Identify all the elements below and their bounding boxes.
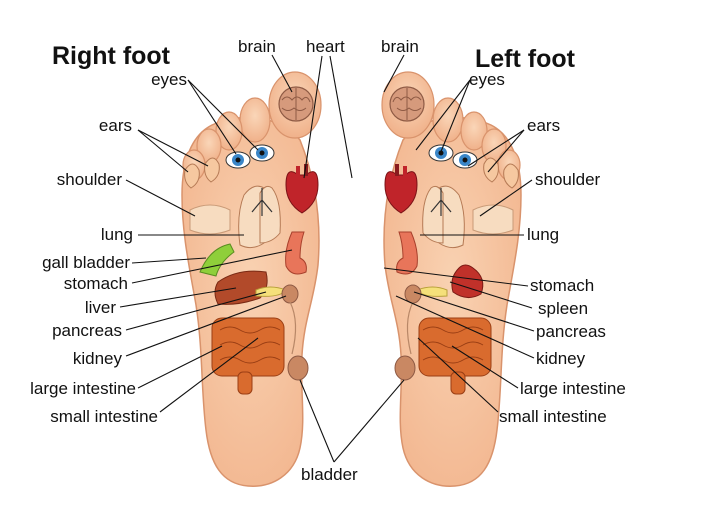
left-bladder-icon — [394, 355, 416, 381]
label-kidney-left: kidney — [536, 349, 586, 368]
label-lung-left: lung — [527, 225, 560, 244]
left-foot-toe-3 — [460, 111, 488, 151]
right-liver-icon — [214, 270, 268, 305]
right-foot-toe-2 — [239, 97, 271, 143]
label-eyes-right: eyes — [151, 70, 187, 89]
left-eyes-icon — [428, 144, 478, 169]
left-brain-icon — [389, 86, 425, 122]
label-small-intestine-left: small intestine — [499, 407, 607, 426]
right-ears-icon — [184, 157, 220, 189]
label-pancreas-left: pancreas — [536, 322, 606, 341]
label-liver: liver — [84, 298, 116, 317]
label-heart: heart — [306, 37, 345, 56]
left-ears-icon — [483, 157, 519, 189]
leader-lines — [119, 54, 535, 463]
label-ears-right: ears — [98, 116, 132, 135]
label-shoulder-left: shoulder — [535, 170, 601, 189]
right-bladder-icon — [287, 355, 309, 381]
right-heart-icon — [285, 164, 319, 214]
label-stomach-left: stomach — [530, 276, 595, 295]
label-large-intestine-right: large intestine — [30, 379, 136, 398]
right-gall-bladder-icon — [199, 243, 235, 277]
left-shoulder-icon — [472, 204, 514, 235]
right-shoulder-icon — [189, 204, 231, 235]
label-shoulder-right: shoulder — [56, 170, 122, 189]
label-small-intestine-right: small intestine — [50, 407, 158, 426]
left-foot-title: Left foot — [475, 45, 575, 73]
label-brain-left: brain — [381, 37, 419, 56]
left-lung-icon — [422, 185, 465, 249]
label-lung-right: lung — [100, 225, 133, 244]
left-heart-icon — [384, 164, 418, 214]
right-foot-title: Right foot — [52, 42, 171, 70]
label-eyes-left: eyes — [469, 70, 505, 89]
label-brain-right: brain — [238, 37, 276, 56]
label-spleen: spleen — [538, 299, 589, 318]
label-large-intestine-left: large intestine — [520, 379, 626, 398]
left-stomach-icon — [396, 231, 418, 275]
right-intestines-icon — [211, 317, 285, 395]
label-gall-bladder: gall bladder — [42, 253, 130, 272]
right-lung-icon — [238, 185, 281, 249]
right-foot — [181, 71, 322, 487]
label-pancreas-right: pancreas — [52, 321, 122, 340]
right-kidney-icon — [281, 284, 299, 304]
label-stomach-right: stomach — [63, 274, 128, 293]
label-bladder: bladder — [301, 465, 358, 484]
right-brain-icon — [278, 86, 314, 122]
right-ureter — [289, 301, 297, 355]
right-foot-toe-3 — [215, 111, 243, 151]
right-stomach-icon — [285, 231, 307, 275]
right-eyes-icon — [225, 144, 275, 169]
label-kidney-right: kidney — [72, 349, 122, 368]
label-ears-left: ears — [527, 116, 561, 135]
left-ureter — [406, 301, 414, 355]
